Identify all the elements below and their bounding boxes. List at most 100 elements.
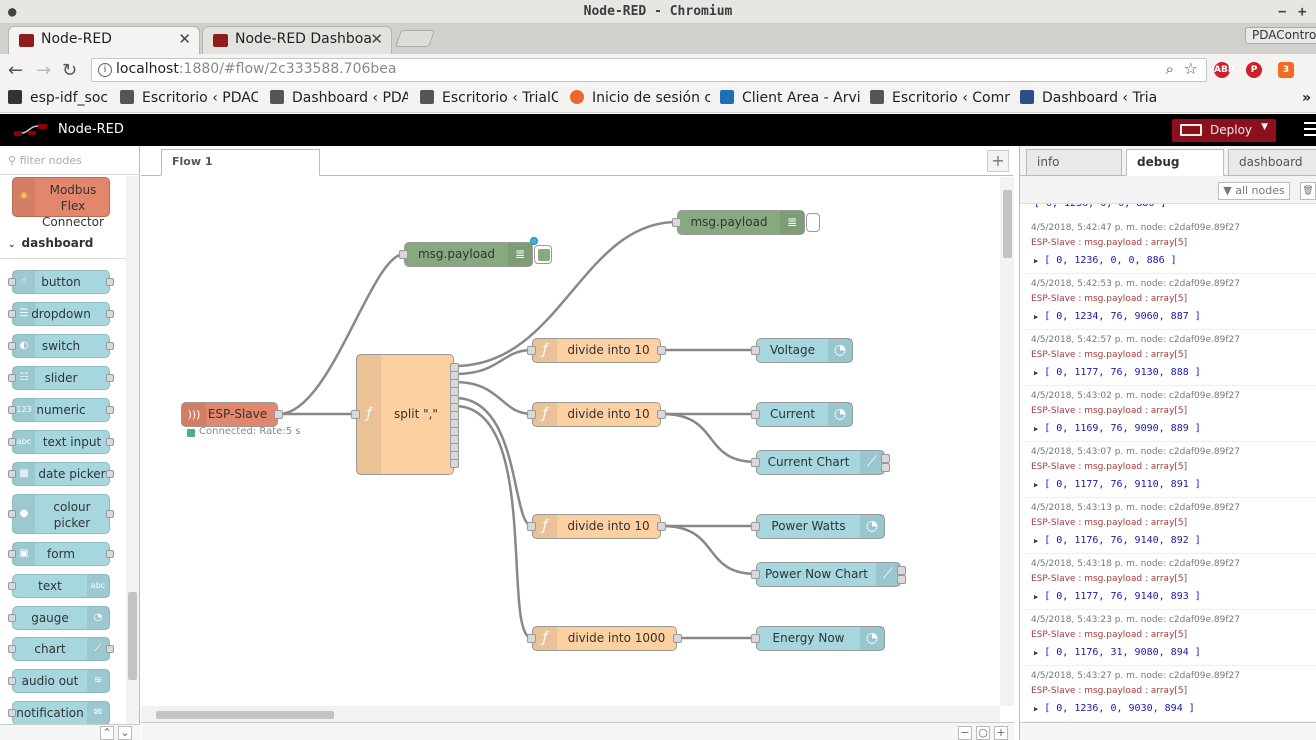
page-info-icon[interactable]: i (98, 63, 112, 77)
browser-tab-node-red[interactable]: Node-RED ✕ (8, 26, 200, 54)
maximize-window-button[interactable]: + (1298, 4, 1307, 20)
output-port[interactable] (881, 454, 890, 463)
output-port[interactable] (657, 410, 666, 419)
bookmark-item[interactable]: Escritorio ‹ Comm (870, 90, 1010, 106)
input-port[interactable] (672, 218, 681, 227)
extension-d3-icon[interactable]: 3 (1278, 62, 1294, 78)
node-gauge-current[interactable]: Current ◔ (751, 402, 853, 427)
output-port[interactable] (657, 346, 666, 355)
message-value[interactable]: ▶ [ 0, 1176, 31, 9080, 894 ] (1034, 647, 1201, 658)
message-value[interactable]: ▶ [ 0, 1177, 76, 9110, 891 ] (1034, 479, 1201, 490)
palette-node-date-picker[interactable]: ▦date picker (8, 462, 114, 486)
message-value[interactable]: ▶ [ 0, 1176, 76, 9140, 892 ] (1034, 535, 1201, 546)
bookmark-item[interactable]: Dashboard ‹ PDA (270, 90, 408, 106)
clear-debug-icon[interactable]: 🗑 (1300, 182, 1316, 200)
input-port[interactable] (399, 250, 408, 259)
forward-button[interactable]: → (36, 60, 52, 81)
debug-message[interactable]: 4/5/2018, 5:43:13 p. m. node: c2daf09e.8… (1024, 498, 1316, 554)
input-port[interactable] (751, 346, 760, 355)
tab-flow-1[interactable]: Flow 1 (161, 149, 320, 176)
more-bookmarks-icon[interactable]: » (1302, 90, 1312, 106)
bookmark-item[interactable]: Client Area - Arvi (720, 90, 860, 106)
node-debug-msg-payload[interactable]: msg.payload ≣ (672, 210, 820, 235)
minimize-window-button[interactable]: − (1278, 4, 1287, 20)
debug-message[interactable]: 4/5/2018, 5:43:23 p. m. node: c2daf09e.8… (1024, 610, 1316, 666)
node-gauge-power-watts[interactable]: Power Watts ◔ (751, 514, 885, 539)
node-function-divide[interactable]: ƒ divide into 1000 (527, 626, 682, 651)
new-tab-button[interactable] (394, 30, 436, 47)
node-chart-current[interactable]: Current Chart ⟋ (751, 450, 890, 475)
input-port[interactable] (527, 634, 536, 643)
node-function-divide[interactable]: ƒ divide into 10 (527, 514, 666, 539)
palette-scrollbar[interactable] (126, 176, 139, 724)
zoom-reset-button[interactable]: ○ (976, 726, 990, 740)
palette-node-notification[interactable]: ✉notification (8, 701, 110, 725)
node-function-divide[interactable]: ƒ divide into 10 (527, 338, 666, 363)
bookmark-item[interactable]: Escritorio ‹ TrialC (420, 90, 558, 106)
collapse-all-icon[interactable]: ⌃ (100, 726, 114, 740)
main-menu-icon[interactable] (1304, 122, 1316, 136)
input-port[interactable] (751, 570, 760, 579)
back-button[interactable]: ← (8, 60, 24, 81)
zoom-in-button[interactable]: + (994, 726, 1008, 740)
message-value[interactable]: ▶ [ 0, 1236, 0, 0, 886 ] (1034, 255, 1177, 266)
reload-button[interactable]: ↻ (62, 60, 78, 81)
bookmark-item[interactable]: Inicio de sesión c (570, 90, 710, 106)
palette-category-dashboard[interactable]: ⌄dashboard (8, 236, 93, 250)
palette-node-slider[interactable]: ☷slider (8, 366, 114, 390)
output-port[interactable] (274, 410, 283, 419)
palette-scroll-thumb[interactable] (128, 592, 137, 680)
message-value[interactable]: ▶ [ 0, 1177, 76, 9140, 893 ] (1034, 591, 1201, 602)
browser-tab-dashboard[interactable]: Node-RED Dashboa ✕ (202, 26, 392, 54)
deploy-button[interactable]: Deploy ▼ (1172, 119, 1276, 142)
tab-info[interactable]: info (1026, 149, 1122, 176)
debug-message[interactable]: 4/5/2018, 5:42:53 p. m. node: c2daf09e.8… (1024, 274, 1316, 330)
palette-node-chart[interactable]: ⟋chart (8, 637, 114, 661)
output-port[interactable] (897, 566, 906, 575)
node-gauge-voltage[interactable]: Voltage ◔ (751, 338, 853, 363)
palette-node-button[interactable]: ☝button (8, 270, 114, 294)
input-port[interactable] (351, 410, 360, 419)
message-value[interactable]: ▶ [ 0, 1234, 76, 9060, 887 ] (1034, 311, 1201, 322)
node-split[interactable]: ƒ split "," (351, 354, 459, 475)
close-tab-icon[interactable]: ✕ (178, 30, 191, 48)
tab-debug[interactable]: debug (1126, 149, 1224, 176)
canvas-vertical-scrollbar[interactable] (1000, 177, 1014, 706)
expand-all-icon[interactable]: ⌄ (118, 726, 132, 740)
flow-canvas[interactable]: ))) ESP-Slave Connected: Rate:5 s ƒ spli… (141, 177, 999, 706)
debug-message[interactable]: 4/5/2018, 5:43:02 p. m. node: c2daf09e.8… (1024, 386, 1316, 442)
palette-node-audio-out[interactable]: ≋audio out (8, 669, 110, 693)
message-value[interactable]: ▶ [ 0, 1236, 0, 9030, 894 ] (1034, 703, 1195, 714)
debug-filter-button[interactable]: ▼ all nodes (1218, 182, 1290, 200)
debug-message[interactable]: 4/5/2018, 5:43:07 p. m. node: c2daf09e.8… (1024, 442, 1316, 498)
palette-node-modbus-flex-connector[interactable]: ✹ Modbus Flex Connector (12, 177, 110, 229)
input-port[interactable] (751, 458, 760, 467)
input-port[interactable] (751, 410, 760, 419)
palette-node-form[interactable]: ▣form (8, 542, 114, 566)
debug-message[interactable]: 4/5/2018, 5:43:27 p. m. node: c2daf09e.8… (1024, 666, 1316, 722)
node-gauge-energy-now[interactable]: Energy Now ◔ (751, 626, 885, 651)
output-port[interactable] (673, 634, 682, 643)
palette-filter-input[interactable]: ⚲ filter nodes (0, 146, 140, 175)
node-function-divide[interactable]: ƒ divide into 10 (527, 402, 666, 427)
add-flow-button[interactable]: + (987, 150, 1009, 172)
debug-message[interactable]: 4/5/2018, 5:43:18 p. m. node: c2daf09e.8… (1024, 554, 1316, 610)
node-esp-slave[interactable]: ))) ESP-Slave (181, 402, 283, 427)
palette-node-gauge[interactable]: ◔gauge (8, 606, 110, 630)
debug-message[interactable]: 4/5/2018, 5:42:47 p. m. node: c2daf09e.8… (1024, 218, 1316, 274)
message-value[interactable]: ▶ [ 0, 1177, 76, 9130, 888 ] (1034, 367, 1201, 378)
output-port[interactable] (881, 463, 890, 472)
input-port[interactable] (751, 634, 760, 643)
debug-toggle-button[interactable] (534, 245, 552, 264)
profile-button[interactable]: PDAContro (1245, 27, 1316, 44)
input-port[interactable] (751, 522, 760, 531)
zoom-search-icon[interactable]: ⌕ (1165, 60, 1174, 78)
palette-node-switch[interactable]: ◐switch (8, 334, 114, 358)
canvas-horizontal-scroll-thumb[interactable] (156, 711, 334, 719)
deploy-dropdown-icon[interactable]: ▼ (1261, 122, 1268, 132)
input-port[interactable] (527, 346, 536, 355)
debug-message[interactable]: 4/5/2018, 5:42:57 p. m. node: c2daf09e.8… (1024, 330, 1316, 386)
palette-node-colour-picker[interactable]: ●colour picker (8, 494, 114, 534)
